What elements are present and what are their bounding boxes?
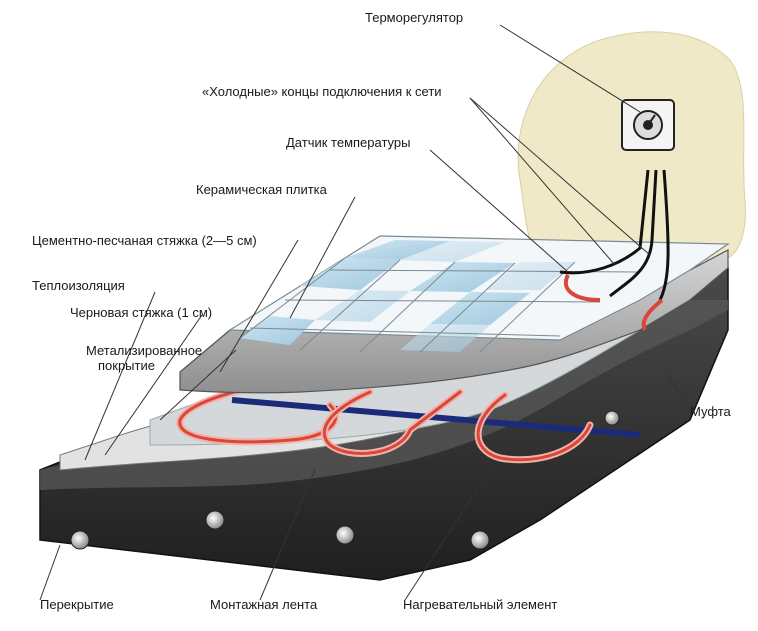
leader-lines — [39, 24, 691, 601]
tile-blue — [400, 241, 505, 262]
tile-blue — [300, 258, 400, 290]
slab-pipe — [604, 410, 620, 426]
label-metallized-coating-line1: Метализированное — [86, 343, 203, 358]
tile-blue — [485, 262, 575, 290]
label-mounting-tape: Монтажная лента — [210, 597, 318, 612]
tile-blue — [240, 316, 315, 345]
thermostat-device — [621, 99, 675, 151]
slab-pipes — [70, 410, 620, 550]
mounting-tape — [231, 397, 641, 438]
tile-blue — [315, 290, 410, 322]
slab-pipe — [335, 525, 355, 545]
slab-pipe — [70, 530, 90, 550]
label-slab: Перекрытие — [40, 597, 114, 612]
tile-blue — [345, 240, 450, 260]
tile-blue — [430, 292, 530, 325]
tile-blue — [410, 262, 515, 292]
label-cement-screed: Цементно-песчаная стяжка (2—5 см) — [32, 233, 257, 248]
slab-pipe — [470, 530, 490, 550]
label-ceramic-tile: Керамическая плитка — [196, 182, 327, 197]
label-thermostat: Терморегулятор — [365, 10, 464, 25]
label-cold-ends: «Холодные» концы подключения к сети — [202, 84, 442, 99]
slab-pipe — [205, 510, 225, 530]
sensor-and-cold-ends — [559, 169, 670, 331]
label-heating-element: Нагревательный элемент — [403, 597, 558, 612]
label-metallized-coating-line2: покрытие — [98, 358, 155, 373]
label-temperature-sensor: Датчик температуры — [286, 135, 411, 150]
ceramic-tile-surface — [228, 235, 730, 353]
tile-blue — [400, 324, 490, 352]
label-coupling: Муфта — [690, 404, 731, 419]
label-rough-screed: Черновая стяжка (1 см) — [70, 305, 213, 320]
label-insulation: Теплоизоляция — [32, 278, 125, 293]
